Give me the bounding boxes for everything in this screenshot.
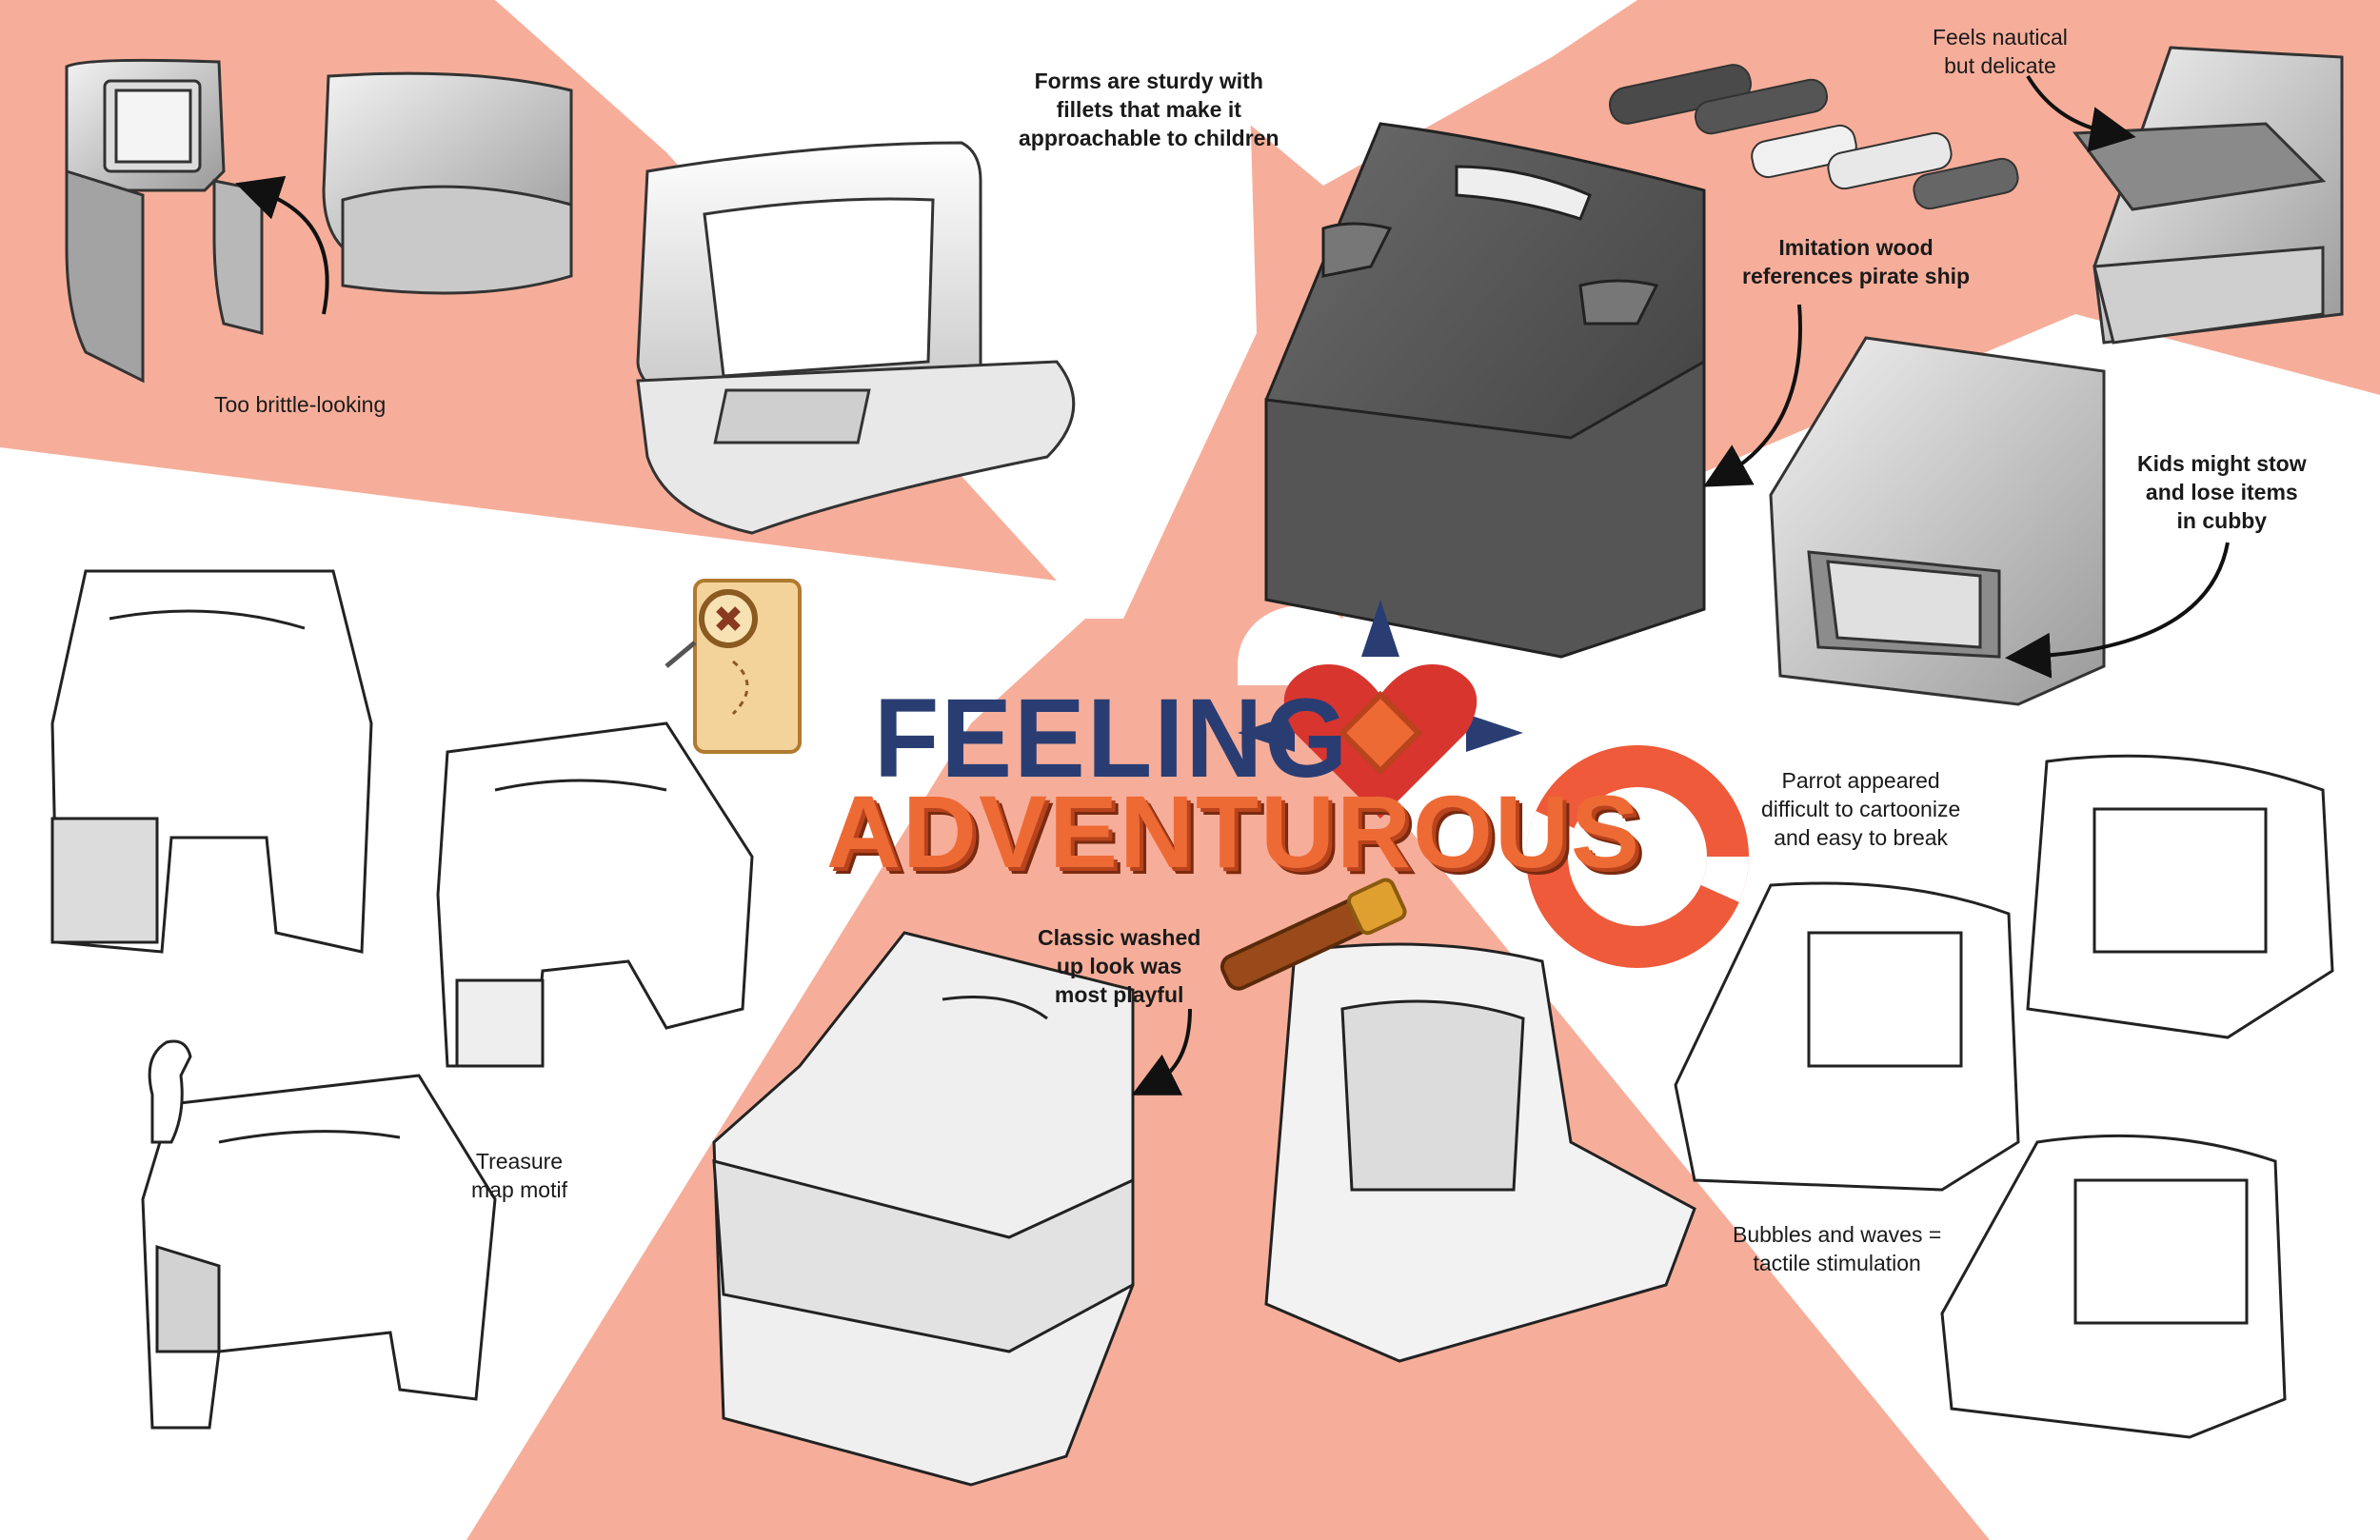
treasure-map-icon [664,579,802,754]
plank-parts-render [1609,64,2019,210]
board-title-line-2: ADVENTUROUS [826,774,1642,889]
note-cubby: Kids might stow and lose items in cubby [2137,451,2307,533]
sketch-chair-3 [141,1074,497,1430]
lounge-seat-render [322,71,573,295]
compass-heart-icon [1238,600,1523,819]
note-bubbles: Bubbles and waves = tactile stimulation [1733,1222,1942,1275]
note-nautical: Feels nautical but delicate [1933,25,2068,78]
slatted-chair-render [2073,46,2344,345]
arrow-wood [1703,304,1802,487]
parrot-sketch-chair [1674,881,2020,1192]
waves-sketch-chair [1940,1134,2287,1439]
sketch-chair-1 [50,569,373,954]
note-washed: Classic washed up look was most playful [1038,925,1201,1007]
arrow-cubby [2005,542,2230,679]
cubby-chair-render [1769,336,2106,706]
arrow-nautical [2026,74,2136,152]
washed-chair-render [712,931,1135,1487]
pirate-chair-render [1264,122,1706,659]
parrot-icon [148,1039,192,1144]
board-title-line-1: FEELING [874,675,1350,801]
arrow-brittle [235,175,329,315]
bubbles-sketch-chair [2026,754,2334,1039]
bg-top-center-wedge [505,0,1095,171]
bg-top-right-white [1238,0,1637,186]
note-sturdy: Forms are sturdy with fillets that make … [1019,69,1279,150]
note-brittle: Too brittle-looking [214,392,387,417]
life-ring-icon [1526,745,1749,968]
note-wood: Imitation wood references pirate ship [1742,235,1971,288]
telescope-icon [1220,878,1407,991]
sketch-chair-2 [436,721,754,1068]
note-parrot: Parrot appeared difficult to cartoonize … [1761,768,1961,850]
chunky-seat-render [636,141,1076,535]
note-treasure: Treasure map motif [471,1149,567,1202]
frame-chair-render [65,58,264,384]
washed-chair-side-render [1264,942,1696,1363]
arrow-washed [1131,1008,1192,1096]
